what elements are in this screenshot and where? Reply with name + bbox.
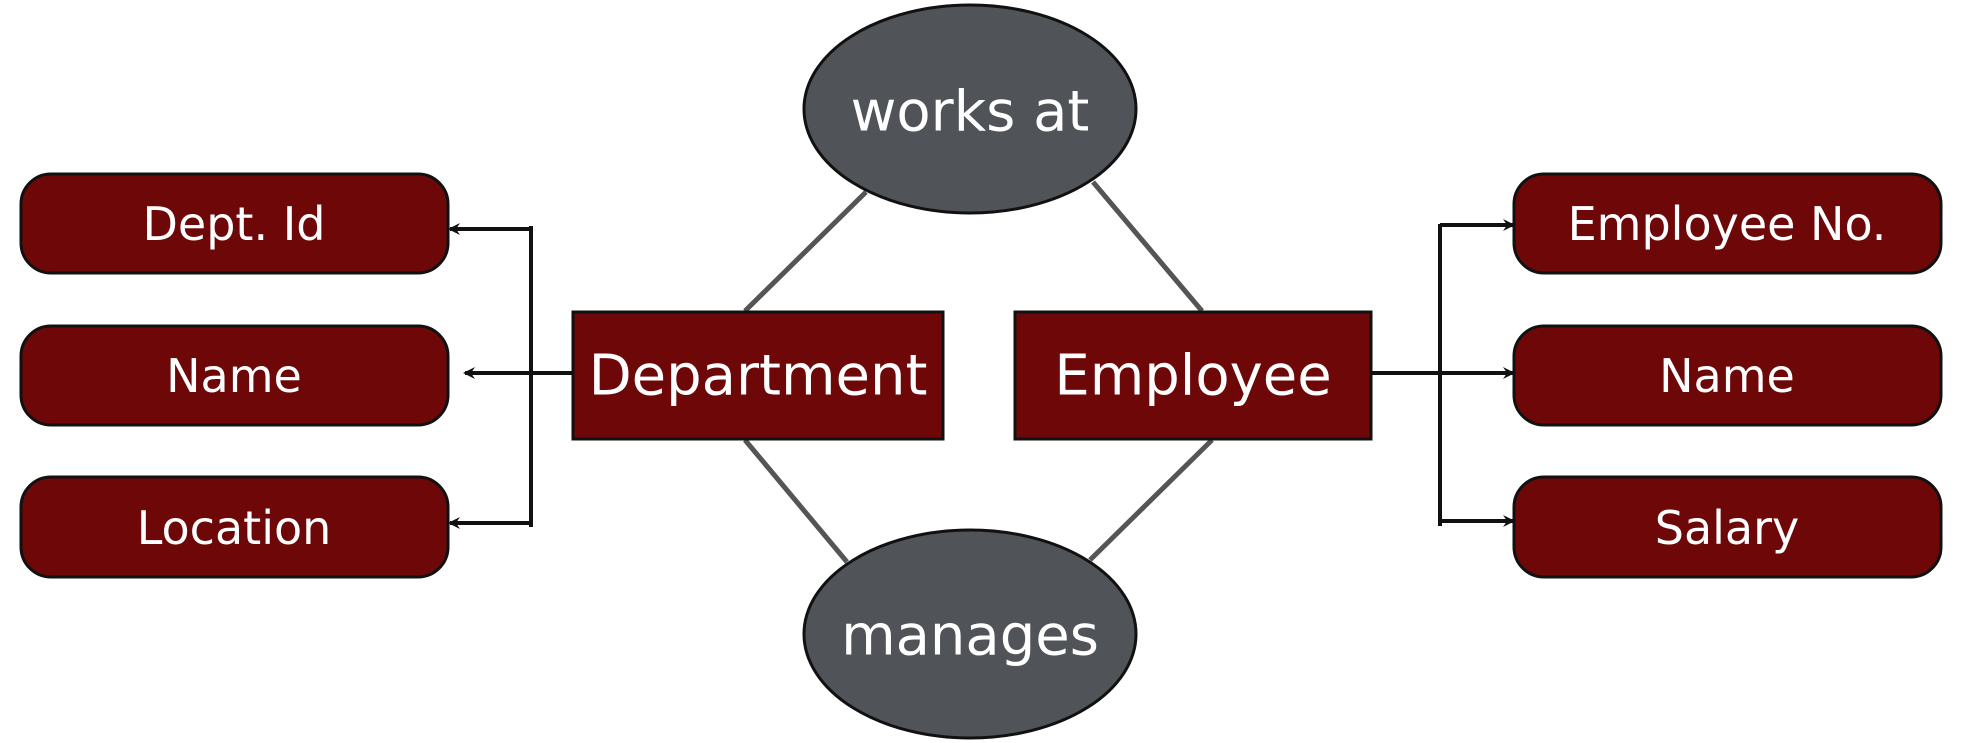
dept-id-box [19, 172, 450, 275]
works-at-label: works at [851, 80, 1090, 145]
manages-ellipse [802, 528, 1138, 740]
manages-label: manages [841, 604, 1099, 669]
attribute-dept-location[interactable]: Location [19, 475, 450, 579]
department-box [571, 310, 945, 441]
entity-department[interactable]: Department [571, 310, 945, 441]
dept-id-label: Dept. Id [143, 197, 326, 251]
dept-location-label: Location [137, 501, 332, 555]
relationship-manages[interactable]: manages [802, 528, 1138, 740]
attribute-employee-name[interactable]: Name [1512, 324, 1943, 427]
connector-manages-department [743, 438, 849, 564]
relationship-works-at[interactable]: works at [802, 3, 1138, 215]
employee-name-label: Name [1659, 349, 1795, 403]
employee-box [1013, 310, 1373, 441]
employee-label: Employee [1054, 344, 1331, 409]
dept-name-label: Name [166, 349, 302, 403]
attribute-dept-id[interactable]: Dept. Id [19, 172, 450, 275]
connector-works-at-department [743, 190, 868, 313]
employee-salary-box [1512, 475, 1943, 579]
attribute-employee-salary[interactable]: Salary [1512, 475, 1943, 579]
employee-no-box [1512, 172, 1943, 275]
attribute-dept-name[interactable]: Name [19, 324, 450, 427]
attribute-employee-no[interactable]: Employee No. [1512, 172, 1943, 275]
dept-name-box [19, 324, 450, 427]
connector-manages-employee [1088, 438, 1214, 562]
entity-employee[interactable]: Employee [1013, 310, 1373, 441]
dept-location-box [19, 475, 450, 579]
employee-no-label: Employee No. [1568, 197, 1887, 251]
works-at-ellipse [802, 3, 1138, 215]
employee-name-box [1512, 324, 1943, 427]
connector-works-at-employee [1091, 180, 1204, 313]
department-label: Department [589, 344, 928, 409]
employee-salary-label: Salary [1655, 501, 1800, 555]
